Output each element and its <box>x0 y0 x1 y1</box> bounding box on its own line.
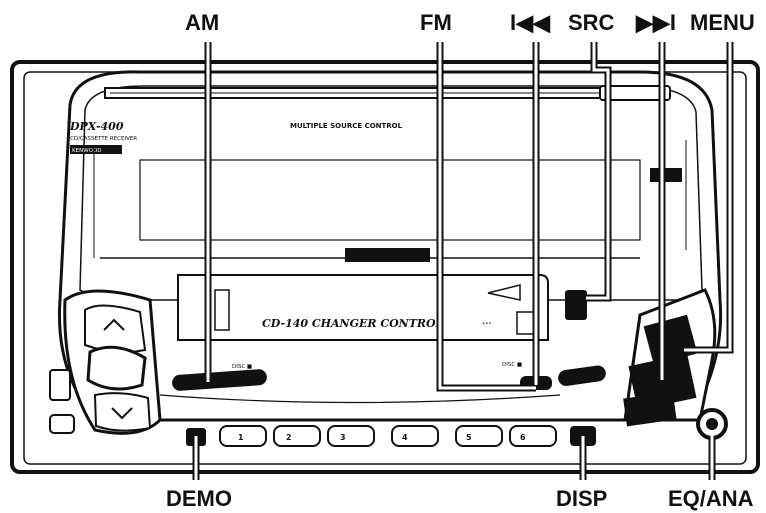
display-window <box>93 140 687 262</box>
disc-right-label: DISC ■ <box>502 362 522 368</box>
release-knob[interactable] <box>86 345 147 391</box>
svg-text:4: 4 <box>402 433 408 442</box>
menu-button-shape[interactable] <box>643 314 698 366</box>
changer-label: CD-140 CHANGER CONTROL <box>262 317 444 330</box>
leader-lines <box>192 42 734 480</box>
mode-button[interactable] <box>623 391 677 427</box>
menu-callout: MENU <box>690 10 755 35</box>
disp-callout: DISP <box>556 486 607 511</box>
fm-callout: FM <box>420 10 452 35</box>
svg-text:3: 3 <box>340 433 346 442</box>
cassette-slot <box>104 85 671 101</box>
preset-2-button[interactable]: 2 <box>273 425 321 447</box>
svg-text:1: 1 <box>238 433 244 442</box>
preset-6-button[interactable]: 6 <box>509 425 557 447</box>
brand-label: KENWOOD <box>72 148 102 154</box>
eq-ana-knob[interactable] <box>696 408 728 440</box>
svg-text:2: 2 <box>286 433 292 442</box>
svg-text:6: 6 <box>520 433 526 442</box>
cd-changer-panel: CD-140 CHANGER CONTROL ••• <box>177 274 549 341</box>
preset-4-button[interactable]: 4 <box>391 425 439 447</box>
preset-row: 1 2 3 4 5 6 <box>186 425 596 447</box>
preset-1-button[interactable]: 1 <box>219 425 267 447</box>
model-label: DPX-400 <box>69 120 124 133</box>
dots-indicator: ••• <box>482 321 492 327</box>
eq-ana-callout: EQ/ANA <box>668 486 754 511</box>
subtitle-label: CD/CASSETTE RECEIVER <box>70 136 137 142</box>
volume-up-button[interactable] <box>103 318 125 331</box>
right-control-cluster <box>565 288 717 427</box>
brand-logo: KENWOOD <box>70 145 122 154</box>
loud-button[interactable] <box>49 414 75 434</box>
disc-down-button[interactable] <box>172 369 268 392</box>
src-callout: SRC <box>568 10 615 35</box>
next-callout: ▶▶I <box>635 10 676 35</box>
system-label: MULTIPLE SOURCE CONTROL <box>290 122 403 130</box>
preset-5-button[interactable]: 5 <box>455 425 503 447</box>
demo-callout: DEMO <box>166 486 232 511</box>
prev-callout: I◀◀ <box>510 10 551 35</box>
disc-up-button-right[interactable] <box>557 364 607 387</box>
volume-down-button[interactable] <box>93 392 152 432</box>
svg-text:5: 5 <box>466 433 472 442</box>
src-button[interactable] <box>565 290 587 320</box>
att-button[interactable] <box>49 369 71 401</box>
am-callout: AM <box>185 10 219 35</box>
preset-3-button[interactable]: 3 <box>327 425 375 447</box>
disc-left-label: DISC ■ <box>232 364 252 370</box>
